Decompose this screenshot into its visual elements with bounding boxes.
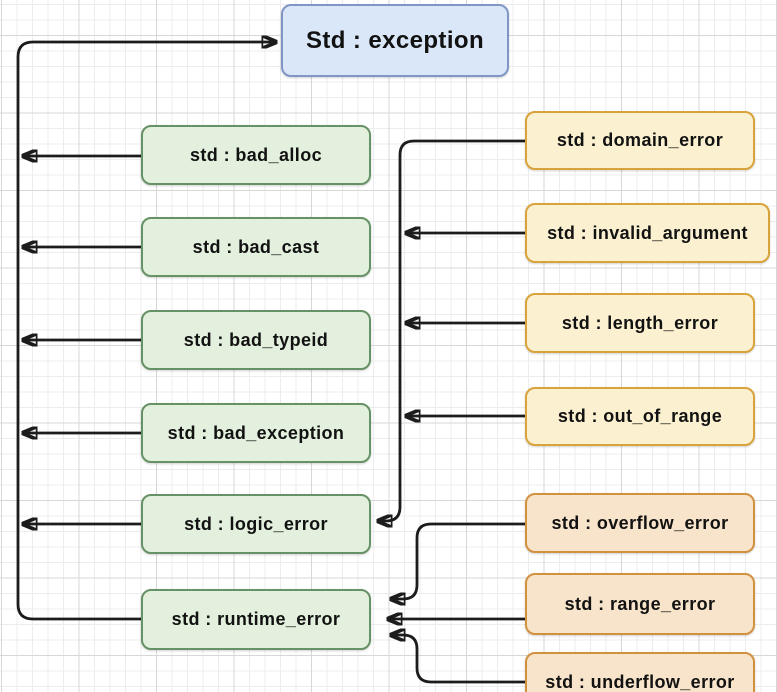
node-domain-error[interactable]: std : domain_error <box>525 111 755 170</box>
node-range-error[interactable]: std : range_error <box>525 573 755 635</box>
edge-overflow-error-to-runtime-error <box>391 522 525 599</box>
node-overflow-error[interactable]: std : overflow_error <box>525 493 755 553</box>
node-logic-error[interactable]: std : logic_error <box>141 494 371 554</box>
node-runtime-error[interactable]: std : runtime_error <box>141 589 371 650</box>
node-bad-typeid[interactable]: std : bad_typeid <box>141 310 371 370</box>
node-bad-exception[interactable]: std : bad_exception <box>141 403 371 463</box>
node-bad-cast[interactable]: std : bad_cast <box>141 217 371 277</box>
node-invalid-argument[interactable]: std : invalid_argument <box>525 203 770 263</box>
node-length-error[interactable]: std : length_error <box>525 293 755 353</box>
edge-underflow-error-to-runtime-error <box>391 635 525 684</box>
node-std-exception[interactable]: Std : exception <box>281 4 509 77</box>
node-bad-alloc[interactable]: std : bad_alloc <box>141 125 371 185</box>
node-underflow-error[interactable]: std : underflow_error <box>525 652 755 692</box>
node-out-of-range[interactable]: std : out_of_range <box>525 387 755 446</box>
edge-domain-error-to-logic-error <box>378 139 525 521</box>
